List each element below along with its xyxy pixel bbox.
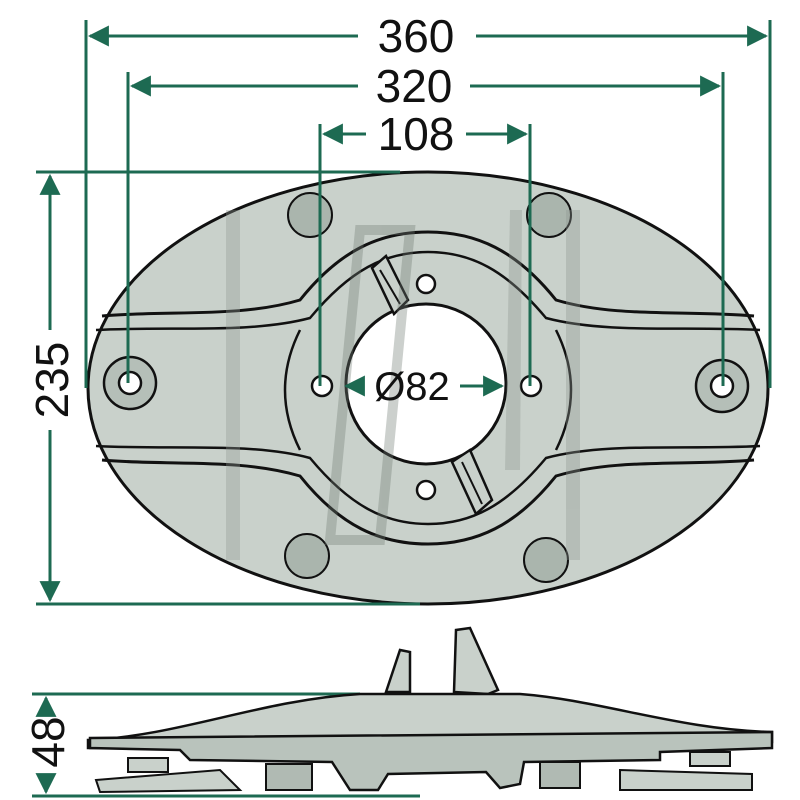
plate-side-view [86, 626, 774, 794]
center-arc-left [283, 329, 302, 451]
dim-108-label: 108 [378, 108, 455, 160]
small-hole-bottom [415, 479, 437, 501]
bolt-hole-left [102, 355, 158, 411]
center-arc-right [554, 329, 573, 451]
dimension-lines [32, 20, 772, 798]
side-blade-right [619, 768, 753, 791]
upper-channel-inner [95, 250, 761, 332]
dimple-top-left [287, 192, 333, 238]
side-nut-left [265, 763, 313, 791]
side-foot-left [127, 757, 169, 773]
side-clip-left [384, 648, 412, 694]
dim-235-label: 235 [26, 342, 78, 419]
lower-channel-inner [101, 458, 755, 546]
dimple-bottom-right [523, 537, 569, 583]
side-clip-right [452, 626, 500, 696]
dim-360-label: 360 [378, 10, 455, 62]
dim-48-label: 48 [22, 716, 74, 767]
side-nut-right [539, 761, 581, 789]
side-foot-right [689, 751, 731, 767]
watermark [226, 210, 580, 560]
dim-320-label: 320 [376, 60, 453, 112]
inner-hole-left [310, 374, 334, 398]
side-plate-body [88, 730, 774, 792]
blade-clip-bottom [450, 448, 494, 517]
plate-top-view [86, 170, 770, 606]
upper-channel [101, 230, 755, 318]
dim-bore-label: Ø82 [374, 365, 450, 409]
dimple-top-right [526, 192, 572, 238]
lower-channel [95, 444, 761, 526]
small-hole-top [415, 273, 437, 295]
side-blade-left [94, 768, 243, 794]
dimple-bottom-left [284, 533, 330, 579]
blade-clip-top [370, 254, 410, 317]
